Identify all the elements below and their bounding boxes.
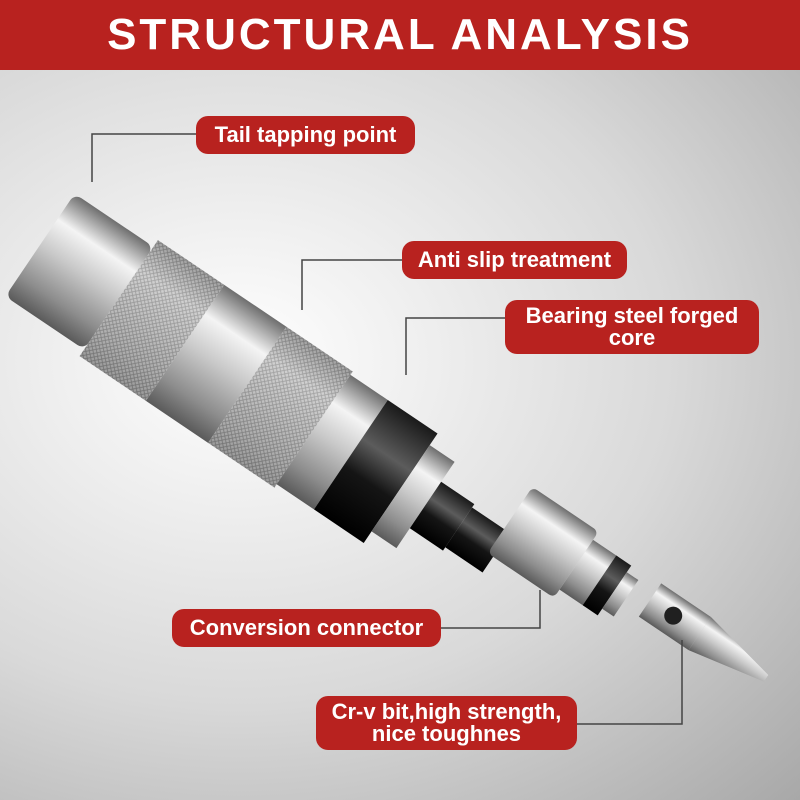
- screwdriver-bit: [638, 583, 769, 682]
- callout-anti-slip-treatment: Anti slip treatment: [402, 241, 627, 279]
- callout-tail-tapping-point: Tail tapping point: [196, 116, 415, 154]
- page-title: STRUCTURAL ANALYSIS: [107, 10, 693, 59]
- leader-connector: [441, 590, 541, 629]
- steel-ring: [371, 445, 455, 549]
- callout-conversion-connector: Conversion connector: [172, 609, 441, 647]
- handle-sleeve: [145, 284, 287, 443]
- leader-core: [405, 317, 505, 375]
- callout-crv-bit: Cr-v bit,high strength, nice toughnes: [316, 696, 577, 750]
- title-banner: STRUCTURAL ANALYSIS: [0, 0, 800, 70]
- leader-tail: [91, 133, 196, 182]
- handle-neck: [276, 374, 388, 510]
- black-collar: [313, 399, 438, 543]
- drive-shaft: [409, 481, 475, 551]
- callout-bearing-steel-core: Bearing steel forged core: [505, 300, 759, 354]
- leader-bit: [577, 640, 683, 725]
- conversion-connector-part: [489, 489, 639, 617]
- tail-cap: [8, 196, 151, 347]
- leader-anti-slip: [301, 259, 402, 310]
